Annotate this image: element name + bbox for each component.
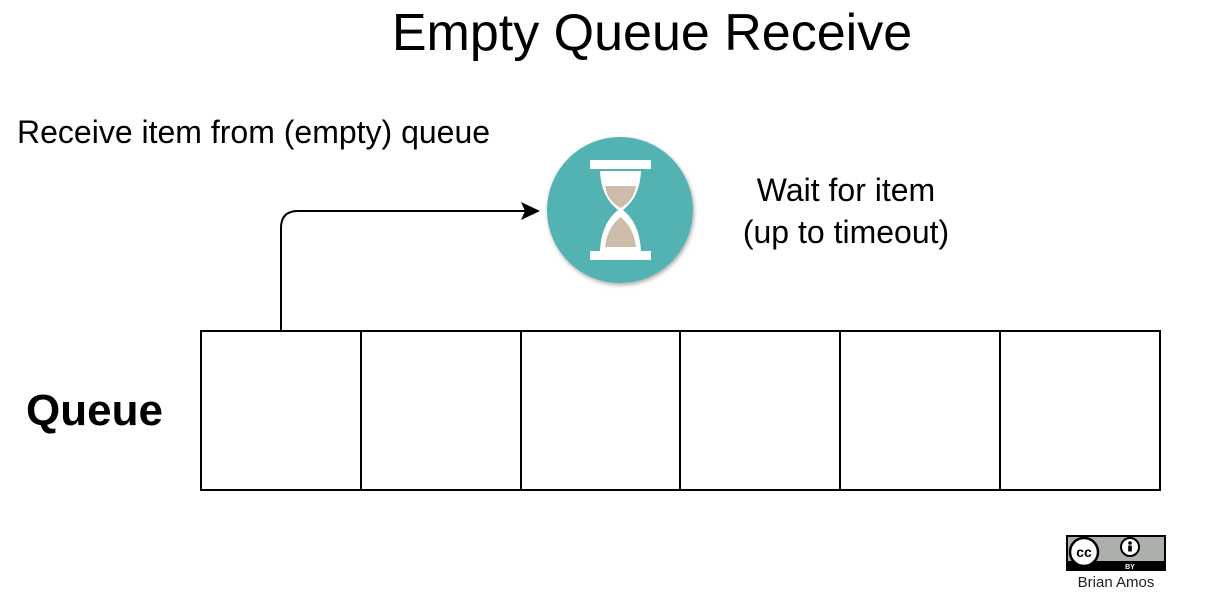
diagram-title: Empty Queue Receive [391,4,913,62]
receive-arrow [280,210,527,330]
queue-slot-2 [359,332,520,489]
hourglass-icon [547,137,693,283]
author-credit: Brian Amos [1077,574,1155,591]
by-text: BY [1125,564,1135,571]
receive-label: Receive item from (empty) queue [17,114,491,150]
queue-slot-4 [679,332,839,489]
wait-label-line-2: (up to timeout) [742,214,950,250]
queue-label: Queue [26,386,163,435]
queue-slot-5 [839,332,999,489]
receive-arrow-head [521,202,540,220]
queue-slot-6 [999,332,1159,489]
queue-slot-3 [519,332,680,489]
queue-box [200,330,1161,491]
wait-label: Wait for item (up to timeout) [720,169,972,253]
cc-by-icon: cc BY [1066,535,1166,571]
cc-text: cc [1076,544,1092,560]
wait-label-line-1: Wait for item [756,172,936,208]
